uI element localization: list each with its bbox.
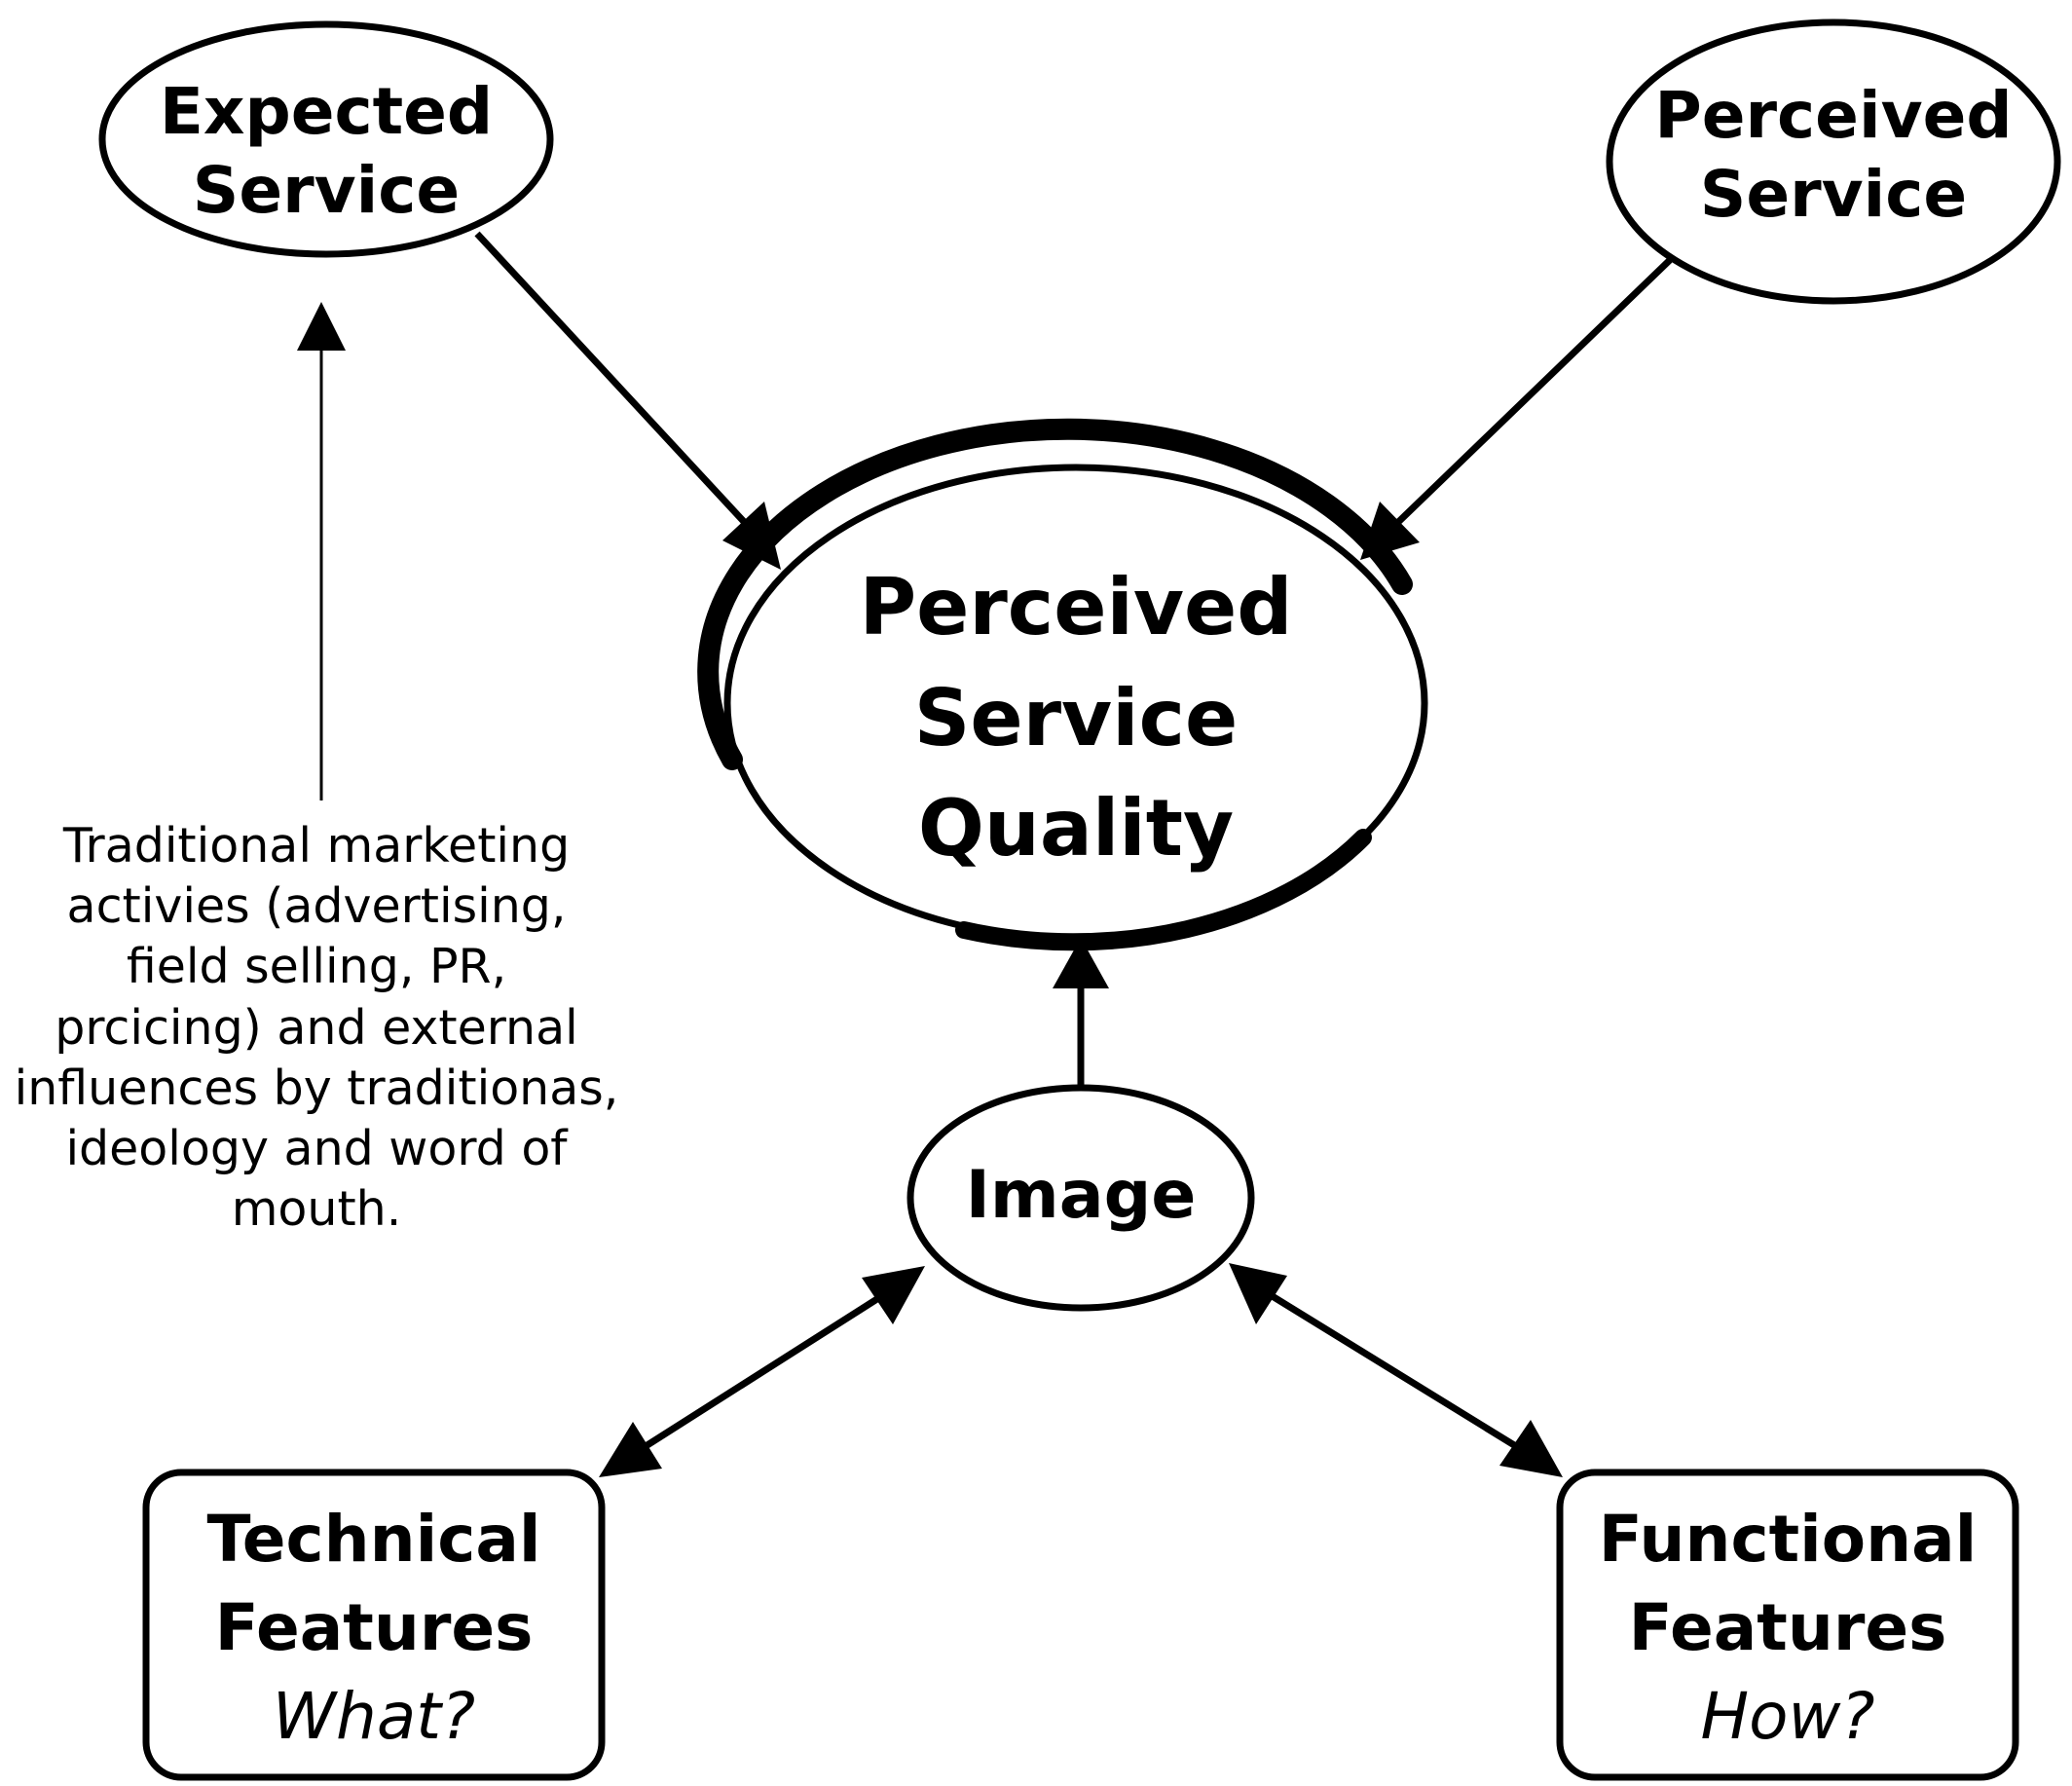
perceived-service-label: Perceived Service — [1639, 77, 2028, 234]
functional-question: How? — [1700, 1679, 1875, 1755]
arrow-note-to-expected — [297, 302, 346, 800]
psq-line-2: Service — [913, 672, 1239, 763]
arrow-perceived-to-quality — [1360, 257, 1673, 560]
technical-question: What? — [272, 1679, 476, 1755]
perceived-service-line-1: Perceived — [1654, 78, 2013, 153]
technical-line-1: Technical — [206, 1502, 541, 1577]
arrow-image-functional — [1229, 1263, 1563, 1477]
note-line-6: ideology and word of — [65, 1121, 568, 1177]
arrow-image-technical — [599, 1266, 925, 1477]
note-line-3: field selling, PR, — [126, 939, 507, 995]
technical-line-2: Features — [214, 1590, 534, 1666]
perceived-service-node — [1606, 19, 2061, 305]
perceived-service-quality-node — [697, 418, 1428, 951]
functional-features-node — [1556, 1469, 2019, 1781]
note-line-5: influences by traditionas, — [14, 1060, 619, 1116]
functional-line-2: Features — [1628, 1590, 1947, 1666]
functional-features-label: Functional Features How? — [1583, 1495, 1992, 1761]
image-line-1: Image — [965, 1157, 1197, 1234]
note-line-1: Traditional marketing — [62, 818, 571, 874]
psq-line-3: Quality — [917, 783, 1235, 874]
technical-features-node — [142, 1469, 606, 1781]
expected-service-line-2: Service — [192, 152, 461, 228]
note-line-2: activies (advertising, — [66, 878, 567, 935]
psq-line-1: Perceived — [859, 562, 1293, 652]
marketing-activities-note: Traditional marketing activies (advertis… — [0, 816, 633, 1241]
expected-service-line-1: Expected — [159, 74, 494, 149]
technical-features-label: Technical Features What? — [169, 1495, 578, 1761]
expected-service-node — [98, 20, 554, 258]
functional-line-1: Functional — [1598, 1502, 1978, 1577]
perceived-service-quality-label: Perceived Service Quality — [832, 552, 1319, 884]
expected-service-label: Expected Service — [131, 73, 521, 230]
note-line-4: prcicing) and external — [55, 999, 578, 1056]
note-line-7: mouth. — [231, 1181, 402, 1238]
arrow-expected-to-quality — [474, 231, 781, 570]
arrow-image-to-quality — [1053, 938, 1109, 1088]
image-label: Image — [935, 1156, 1227, 1237]
perceived-service-line-2: Service — [1699, 156, 1968, 232]
